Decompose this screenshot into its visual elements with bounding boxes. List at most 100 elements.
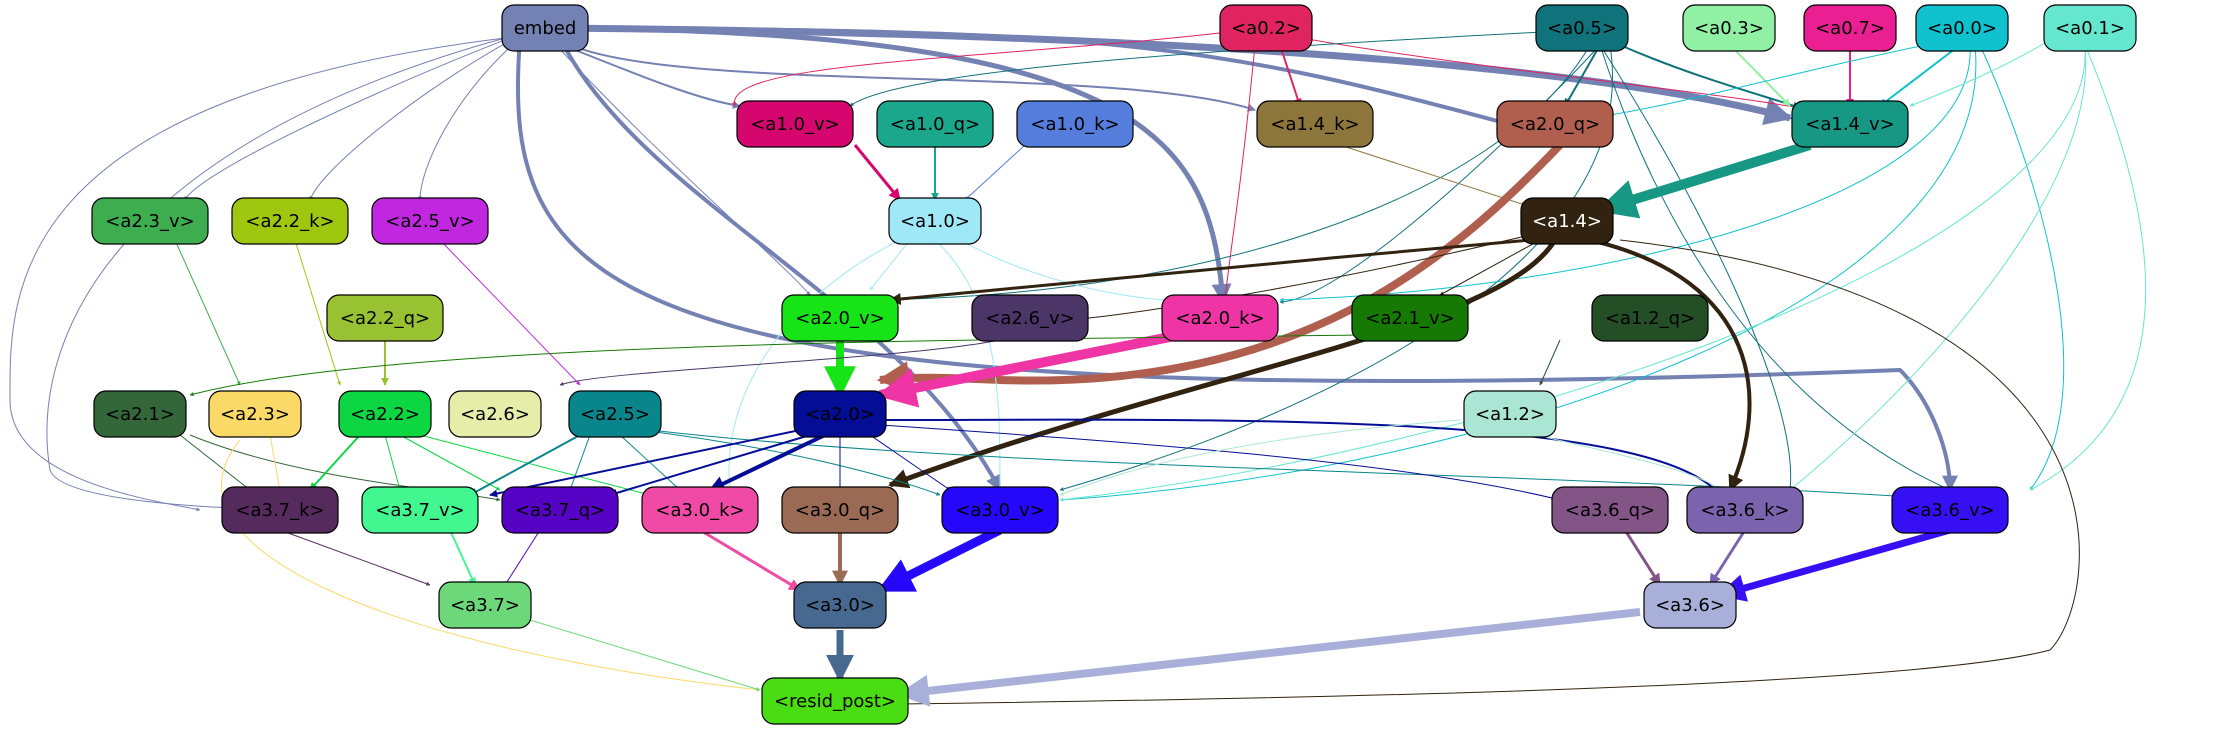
edge bbox=[1539, 339, 1561, 386]
node-box bbox=[1496, 100, 1614, 148]
edge bbox=[1339, 144, 1526, 206]
node-a2-3-v[interactable]: <a2.3_v> bbox=[91, 197, 209, 245]
node-a2-2[interactable]: <a2.2> bbox=[338, 390, 432, 438]
node-a2-1-v[interactable]: <a2.1_v> bbox=[1351, 294, 1469, 342]
edge bbox=[1059, 44, 1613, 491]
node-a3-0-q[interactable]: <a3.0_q> bbox=[781, 486, 899, 534]
node-a0-0[interactable]: <a0.0> bbox=[1915, 4, 2009, 52]
node-a1-0-v[interactable]: <a1.0_v> bbox=[736, 100, 854, 148]
node-a2-5[interactable]: <a2.5> bbox=[568, 390, 662, 438]
node-label: <a1.0> bbox=[900, 211, 970, 232]
node-label: <a2.6_v> bbox=[985, 308, 1074, 329]
node-embed[interactable]: embed bbox=[501, 4, 589, 52]
edge bbox=[876, 525, 1003, 595]
node-label: <a2.1> bbox=[105, 404, 175, 425]
node-a3-7-k[interactable]: <a3.7_k> bbox=[221, 486, 339, 534]
node-a3-0-v[interactable]: <a3.0_v> bbox=[941, 486, 1059, 534]
node-label: <a2.5> bbox=[580, 404, 650, 425]
node-a3-6-q[interactable]: <a3.6_q> bbox=[1551, 486, 1669, 534]
node-a1-0-k[interactable]: <a1.0_k> bbox=[1016, 100, 1134, 148]
edge bbox=[876, 330, 1181, 408]
node-label: <a2.2_k> bbox=[245, 211, 334, 232]
node-box bbox=[1256, 100, 1374, 148]
node-box bbox=[641, 486, 759, 534]
node-label: <a2.0> bbox=[805, 404, 875, 425]
node-a2-6-v[interactable]: <a2.6_v> bbox=[971, 294, 1089, 342]
node-a2-2-q[interactable]: <a2.2_q> bbox=[326, 294, 444, 342]
node-a3-7[interactable]: <a3.7> bbox=[438, 581, 532, 629]
edge bbox=[221, 439, 761, 692]
edge bbox=[544, 27, 1256, 112]
node-label: embed bbox=[514, 18, 577, 39]
edge bbox=[1979, 44, 2065, 491]
node-a2-0-k[interactable]: <a2.0_k> bbox=[1161, 294, 1279, 342]
edge bbox=[896, 608, 1641, 707]
edge bbox=[559, 339, 1001, 386]
edge bbox=[9, 37, 506, 512]
node-a2-2-k[interactable]: <a2.2_k> bbox=[231, 197, 349, 245]
edge bbox=[269, 434, 282, 491]
node-label: <a2.0_q> bbox=[1510, 114, 1600, 135]
node-a3-0[interactable]: <a3.0> bbox=[793, 581, 887, 629]
node-a2-6[interactable]: <a2.6> bbox=[448, 390, 542, 438]
node-a3-6[interactable]: <a3.6> bbox=[1643, 581, 1737, 629]
node-box bbox=[1643, 581, 1737, 629]
node-label: <a1.4_k> bbox=[1270, 114, 1359, 135]
node-a0-1[interactable]: <a0.1> bbox=[2043, 4, 2137, 52]
node-box bbox=[448, 390, 542, 438]
edge bbox=[1717, 526, 1951, 602]
node-a2-5-v[interactable]: <a2.5_v> bbox=[371, 197, 489, 245]
edge bbox=[449, 529, 476, 586]
node-a1-0-q[interactable]: <a1.0_q> bbox=[876, 100, 994, 148]
node-box bbox=[1686, 486, 1804, 534]
node-a3-7-v[interactable]: <a3.7_v> bbox=[361, 486, 479, 534]
edge bbox=[569, 434, 591, 491]
edge bbox=[1564, 44, 1601, 107]
node-a1-2[interactable]: <a1.2> bbox=[1463, 390, 1557, 438]
edge bbox=[888, 238, 1558, 489]
node-a1-0[interactable]: <a1.0> bbox=[888, 197, 982, 245]
node-label: <a0.5> bbox=[1547, 18, 1617, 39]
node-a1-2-q[interactable]: <a1.2_q> bbox=[1591, 294, 1709, 342]
edge bbox=[1279, 44, 1302, 107]
node-a3-0-k[interactable]: <a3.0_k> bbox=[641, 486, 759, 534]
node-a0-2[interactable]: <a0.2> bbox=[1219, 4, 1313, 52]
edge bbox=[309, 434, 361, 491]
node-a0-5[interactable]: <a0.5> bbox=[1535, 4, 1629, 52]
node-box bbox=[1351, 294, 1469, 342]
node-a1-4-v[interactable]: <a1.4_v> bbox=[1791, 100, 1909, 148]
node-box bbox=[1915, 4, 2009, 52]
node-box bbox=[93, 390, 187, 438]
edge bbox=[515, 37, 1958, 492]
edge bbox=[708, 433, 826, 492]
node-a2-1[interactable]: <a2.1> bbox=[93, 390, 187, 438]
node-a3-6-v[interactable]: <a3.6_v> bbox=[1891, 486, 2009, 534]
node-a3-6-k[interactable]: <a3.6_k> bbox=[1686, 486, 1804, 534]
node-a0-7[interactable]: <a0.7> bbox=[1803, 4, 1897, 52]
node-label: <a2.1_v> bbox=[1365, 308, 1454, 329]
node-a2-3[interactable]: <a2.3> bbox=[208, 390, 302, 438]
node-resid-post[interactable]: <resid_post> bbox=[761, 677, 909, 725]
node-a1-4[interactable]: <a1.4> bbox=[1520, 197, 1614, 245]
edge bbox=[544, 37, 741, 109]
edge bbox=[1879, 44, 1961, 107]
edge bbox=[1439, 239, 1541, 296]
node-a2-0-q[interactable]: <a2.0_q> bbox=[1496, 100, 1614, 148]
node-box bbox=[781, 294, 899, 342]
node-a3-7-q[interactable]: <a3.7_q> bbox=[501, 486, 619, 534]
edge bbox=[418, 37, 521, 201]
node-a1-4-k[interactable]: <a1.4_k> bbox=[1256, 100, 1374, 148]
node-box bbox=[1791, 100, 1909, 148]
node-label: <a3.0_k> bbox=[655, 500, 744, 521]
edge bbox=[174, 239, 241, 386]
node-box bbox=[1891, 486, 2009, 534]
node-a2-0[interactable]: <a2.0> bbox=[793, 390, 887, 438]
node-a0-3[interactable]: <a0.3> bbox=[1682, 4, 1776, 52]
node-a2-0-v[interactable]: <a2.0_v> bbox=[781, 294, 899, 342]
node-label: <a3.0> bbox=[805, 595, 875, 616]
node-label: <a2.5_v> bbox=[385, 211, 474, 232]
edge bbox=[1279, 44, 1601, 304]
edge bbox=[504, 529, 541, 586]
edge bbox=[1623, 529, 1662, 587]
